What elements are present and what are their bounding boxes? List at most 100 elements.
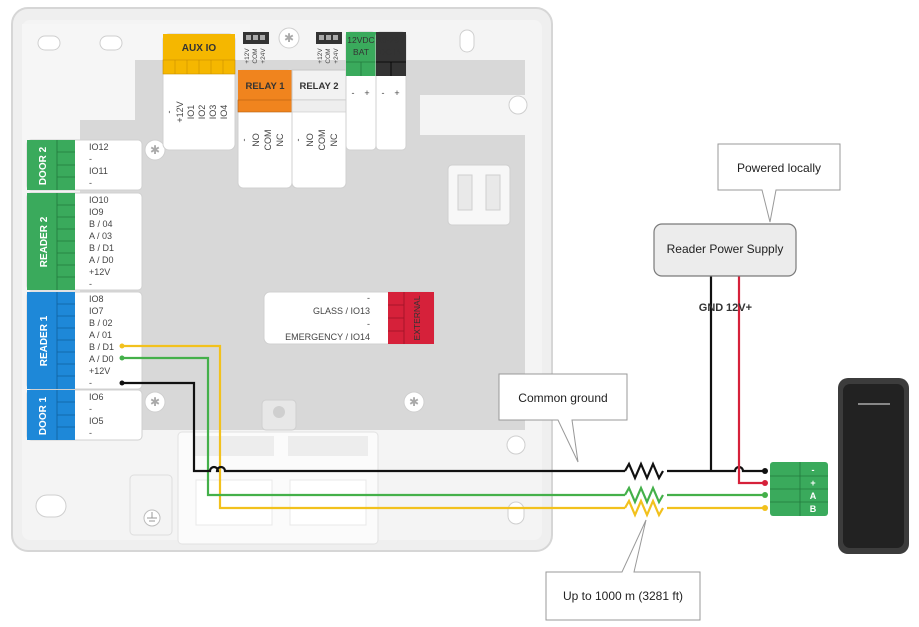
screw-icon: ✱ (144, 139, 166, 161)
reader2-pin-label: +12V (89, 267, 110, 277)
reader1-pin-label: +12V (89, 366, 110, 376)
resistor-b-icon (624, 498, 664, 518)
reader1-pin-label: IO8 (89, 294, 104, 304)
reader2-pin-label: A / 03 (89, 231, 112, 241)
mini-left-pin-label: +24V (260, 48, 267, 64)
reader2-label: READER 2 (39, 216, 50, 267)
wire-gnd (122, 381, 625, 473)
aux-io-label: AUX IO (182, 43, 217, 54)
reader2-pin-label: IO9 (89, 207, 104, 217)
mini-header-right (316, 32, 342, 44)
gnd-label: GND (699, 302, 724, 314)
reader-terminal-pin-label: A (810, 491, 817, 501)
reader1-pin-label: B / 02 (89, 318, 113, 328)
reader1-pin-label: IO7 (89, 306, 104, 316)
svg-text:✱: ✱ (284, 31, 294, 45)
dc-in-pin-label: + (394, 88, 399, 98)
mount-hole (508, 95, 528, 115)
reader1-pin-label: A / D0 (89, 354, 114, 364)
mini-right-pin-label: COM (325, 48, 332, 63)
battery-pin-label: + (364, 88, 369, 98)
callout-powered-locally (717, 143, 841, 223)
door1-label: DOOR 1 (38, 396, 49, 435)
reader1-label: READER 1 (39, 315, 50, 366)
mount-hole (506, 435, 526, 455)
relay1-pin-label: NC (275, 133, 285, 146)
relay2-pin-label: NO (305, 133, 315, 147)
mini-right-pin-label: +12V (317, 48, 324, 64)
relay1-pin-label: COM (263, 130, 273, 151)
mount-hole (459, 29, 475, 53)
power-supply-box (653, 223, 797, 277)
aux-io-pin-label: IO3 (208, 105, 218, 120)
reader1-pin-label: A / 01 (89, 330, 112, 340)
relay2-pin-label: NC (329, 133, 339, 146)
battery-pin-label: - (352, 88, 355, 98)
resistor-a-icon (624, 485, 664, 505)
reader2-pin-label: B / D1 (89, 243, 114, 253)
distance-label: Up to 1000 m (3281 ft) (563, 589, 683, 603)
reader1-pin-label: B / D1 (89, 342, 114, 352)
dc-in-pin-label: - (382, 88, 385, 98)
aux-io-pin-label: - (164, 111, 174, 114)
mini-left-pin-label: COM (252, 48, 259, 63)
reader-terminal-pin-label: B (810, 504, 817, 514)
tamper-switch (447, 164, 511, 226)
callout-common-ground (498, 373, 628, 463)
emergency-label: EMERGENCY / IO14 (285, 332, 370, 342)
powered-locally-label: Powered locally (737, 161, 821, 175)
aux-io-pin-label: IO4 (219, 105, 229, 120)
mini-right-pin-label: +24V (333, 48, 340, 64)
relay2-label: RELAY 2 (299, 81, 338, 92)
door2-pin-label: - (89, 178, 92, 188)
screw-icon: ✱ (144, 391, 166, 413)
reader2-connector (27, 193, 75, 290)
ground-icon (143, 509, 161, 527)
door2-label: DOOR 2 (38, 146, 49, 185)
reader2-pin-label: - (89, 279, 92, 289)
reader1-pin-label: - (89, 378, 92, 388)
mini-left-pin-label: +12V (244, 48, 251, 64)
door2-pin-label: - (89, 154, 92, 164)
svg-text:✱: ✱ (150, 395, 160, 409)
12v-label: 12V+ (726, 302, 752, 314)
bat-label-2: BAT (353, 47, 369, 57)
relay1-connector (238, 70, 292, 100)
reader2-pin-label: IO10 (89, 195, 109, 205)
ext-dash-2: - (367, 319, 370, 329)
relay1-label: RELAY 1 (245, 81, 285, 92)
resistor-gnd-icon (624, 461, 664, 481)
door1-pin-label: IO5 (89, 416, 104, 426)
door2-pin-label: IO12 (89, 142, 109, 152)
dcin-label-1: 10-28V (377, 35, 405, 45)
dcin-label-2: DC IN (379, 47, 402, 57)
door1-pin-label: IO6 (89, 392, 104, 402)
mount-hole (507, 501, 525, 525)
reader2-pin-label: A / D0 (89, 255, 114, 265)
svg-text:✱: ✱ (150, 143, 160, 157)
relay2-pin-label: COM (317, 130, 327, 151)
mini-header-left (243, 32, 269, 44)
wire-b (122, 344, 625, 510)
mount-hole (99, 35, 123, 51)
reader1-connector (27, 292, 75, 389)
screw-icon: ✱ (403, 391, 425, 413)
mount-hole (37, 35, 61, 51)
svg-text:✱: ✱ (409, 395, 419, 409)
card-reader (838, 378, 909, 554)
ext-dash-1: - (367, 293, 370, 303)
aux-io-pin-label: IO1 (186, 105, 196, 120)
door1-pin-label: - (89, 428, 92, 438)
reader-terminal-pin-label: + (810, 478, 815, 488)
door1-pin-label: - (89, 404, 92, 414)
reader2-pin-label: B / 04 (89, 219, 113, 229)
power-supply-label: Reader Power Supply (667, 242, 784, 256)
door2-pin-label: IO11 (89, 166, 108, 176)
reader-terminal-pin-label: - (812, 465, 815, 475)
screw-icon: ✱ (278, 27, 300, 49)
aux-io-pin-label: IO2 (197, 105, 207, 120)
callout-distance (545, 519, 701, 621)
wire-a (122, 356, 625, 497)
psu-12v-wire (737, 268, 765, 485)
